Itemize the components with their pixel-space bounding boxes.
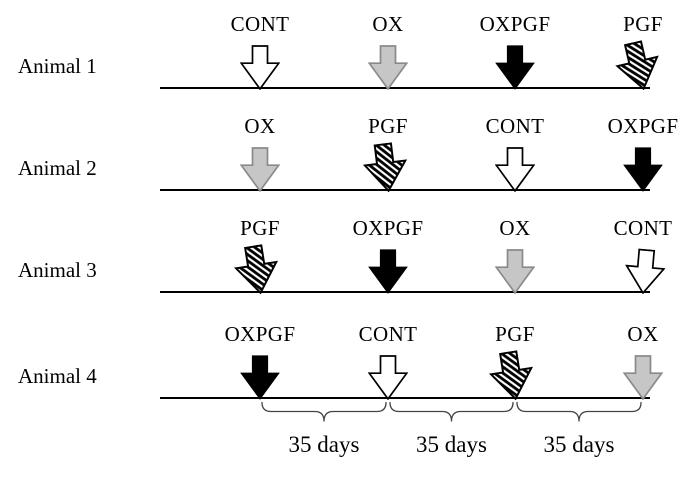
animal-label: Animal 1 (18, 54, 97, 78)
treatment-label: CONT (485, 114, 545, 138)
timeline (160, 396, 650, 399)
cont-arrow-icon (625, 248, 666, 294)
treatment-label: PGF (495, 322, 535, 346)
interval-brace (261, 401, 387, 422)
treatment-label: CONT (613, 216, 673, 240)
ox-arrow-icon (240, 146, 280, 192)
treatment-label: PGF (368, 114, 408, 138)
pgf-arrow-icon (362, 141, 407, 192)
treatment-label: OX (372, 12, 404, 36)
oxpgf-arrow-icon (623, 146, 663, 192)
treatment-label: PGF (623, 12, 663, 36)
pgf-arrow-icon (614, 39, 659, 90)
oxpgf-arrow-icon (495, 44, 535, 90)
cont-arrow-icon (495, 146, 535, 192)
treatment-label: CONT (230, 12, 290, 36)
oxpgf-arrow-icon (240, 354, 280, 400)
treatment-label: CONT (358, 322, 418, 346)
animal-label: Animal 2 (18, 156, 97, 180)
interval-brace (389, 401, 514, 422)
treatment-label: PGF (240, 216, 280, 240)
interval-label: 35 days (288, 432, 360, 457)
ox-arrow-icon (623, 354, 663, 400)
ox-arrow-icon (368, 44, 408, 90)
treatment-label: OXPGF (352, 216, 424, 240)
treatment-label: OX (244, 114, 276, 138)
treatment-label: OXPGF (224, 322, 296, 346)
treatment-label: OX (627, 322, 659, 346)
pgf-arrow-icon (233, 243, 278, 294)
treatment-label: OXPGF (607, 114, 679, 138)
pgf-arrow-icon (488, 349, 533, 400)
animal-label: Animal 3 (18, 258, 97, 282)
cont-arrow-icon (368, 354, 408, 400)
animal-label: Animal 4 (18, 364, 97, 388)
interval-label: 35 days (416, 432, 487, 457)
timeline (160, 86, 650, 89)
treatment-label: OXPGF (479, 12, 551, 36)
interval-label: 35 days (543, 432, 615, 457)
cont-arrow-icon (240, 44, 280, 90)
treatment-label: OX (499, 216, 531, 240)
oxpgf-arrow-icon (368, 248, 408, 294)
timeline (160, 290, 650, 293)
interval-brace (516, 401, 642, 422)
ox-arrow-icon (495, 248, 535, 294)
timeline (160, 188, 650, 191)
